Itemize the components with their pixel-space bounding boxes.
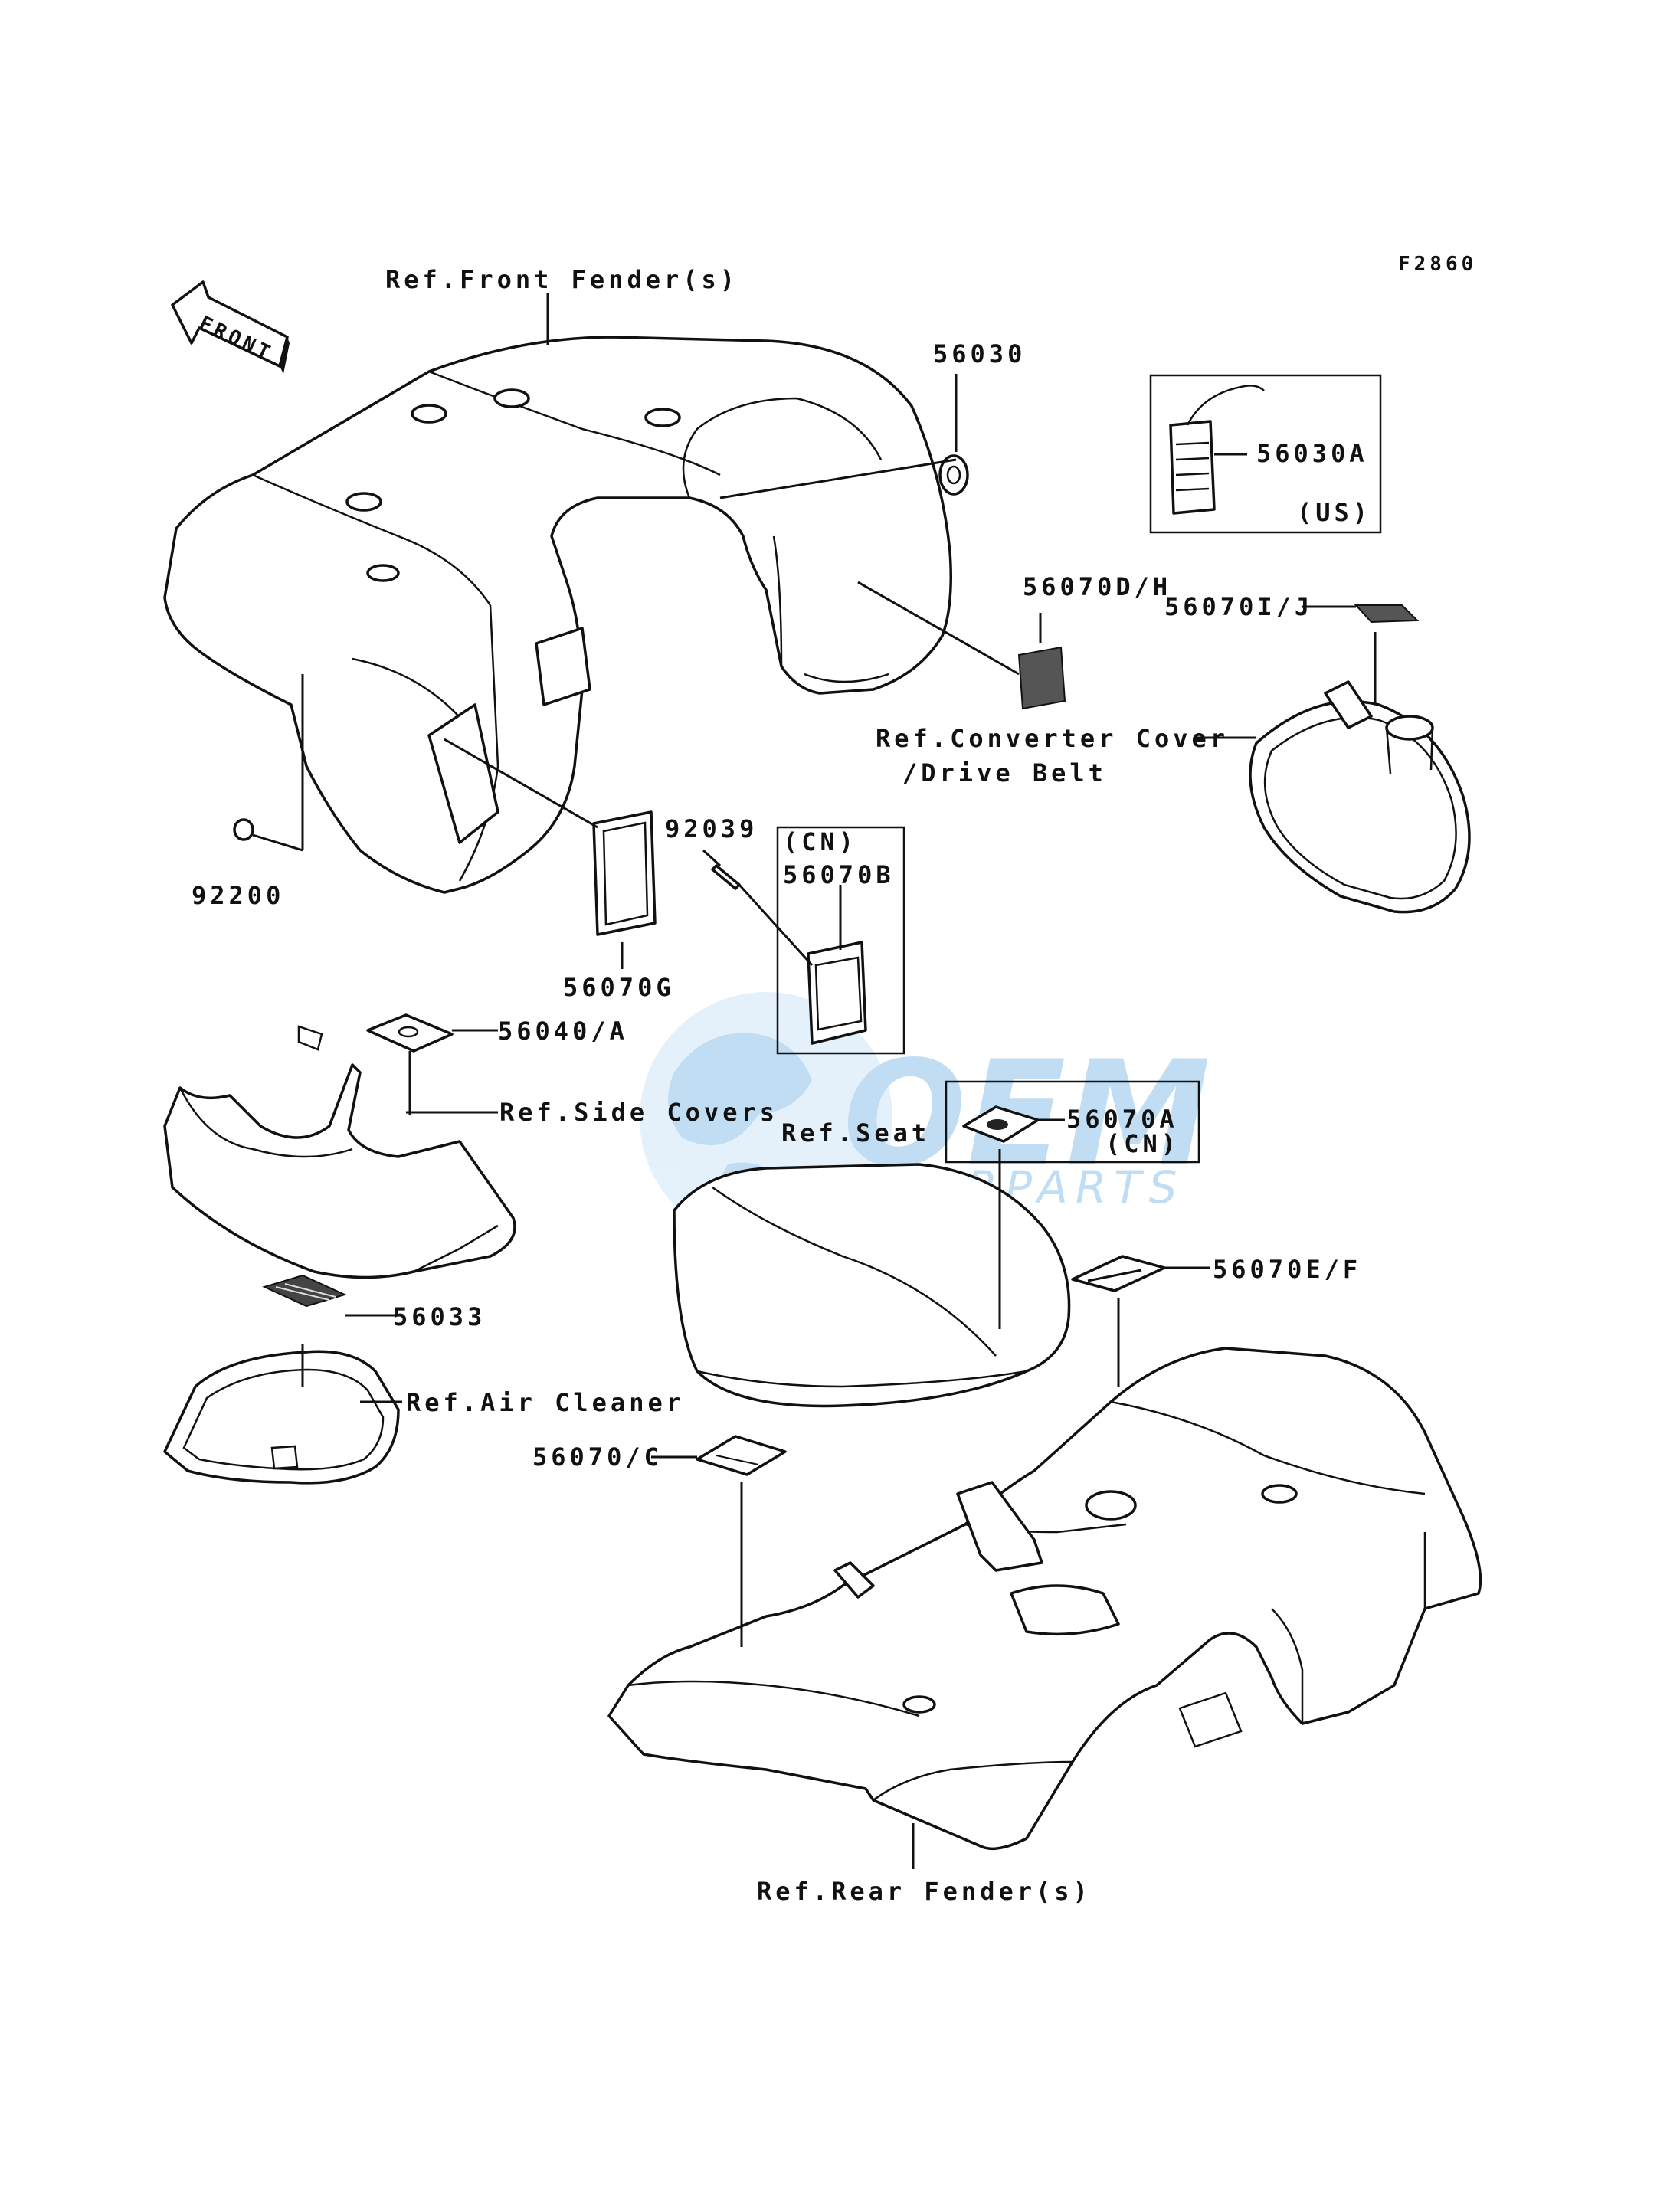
label-ref-side-covers: Ref.Side Covers [499, 1098, 778, 1127]
label-56070B: 56070B [783, 860, 895, 889]
label-cn-b: (CN) [783, 827, 857, 856]
label-92200: 92200 [192, 881, 284, 910]
label-us: (US) [1297, 498, 1371, 527]
decal-56033-part [262, 1274, 347, 1308]
label-56070G: 56070G [563, 973, 675, 1002]
decal-56070DH-part [1017, 646, 1066, 710]
label-56030A: 56030A [1256, 439, 1368, 468]
air-cleaner-part [163, 1350, 400, 1485]
label-ref-front-fender: Ref.Front Fender(s) [385, 265, 738, 294]
label-56070EF: 56070E/F [1213, 1255, 1361, 1284]
label-56030: 56030 [933, 339, 1026, 368]
decal-56070B-part [807, 941, 867, 1045]
decal-56070G-part [592, 810, 657, 936]
decal-56070IJ-part [1354, 604, 1420, 624]
label-ref-rear-fender: Ref.Rear Fender(s) [757, 1877, 1092, 1906]
box-56070A [945, 1080, 1200, 1164]
label-56070IJ: 56070I/J [1164, 592, 1313, 621]
figure-code: F2860 [1398, 253, 1477, 276]
label-ref-seat: Ref.Seat [781, 1118, 930, 1148]
label-56033: 56033 [393, 1302, 486, 1331]
label-56040A: 56040/A [498, 1017, 628, 1046]
box-56070B [776, 826, 905, 1055]
decal-56040A-part [366, 1013, 454, 1053]
label-56070DH: 56070D/H [1023, 572, 1171, 601]
front-arrow-icon: FRONT [171, 280, 290, 374]
seat-part [673, 1163, 1071, 1408]
leader-lines [252, 293, 1377, 1869]
rear-fender-part [607, 1347, 1482, 1851]
decal-92200-part [233, 818, 254, 841]
decal-56070EF-part [1071, 1255, 1166, 1292]
label-drive-belt: /Drive Belt [902, 758, 1107, 787]
decal-56030-part [938, 454, 969, 496]
label-ref-converter-cover: Ref.Converter Cover [876, 724, 1229, 753]
label-92039: 92039 [665, 814, 758, 843]
decal-56070C-part [696, 1435, 787, 1476]
label-56070A: 56070A [1066, 1105, 1178, 1134]
label-cn-a: (CN) [1105, 1129, 1180, 1158]
pin-92039-part [711, 864, 741, 890]
front-fender-part [163, 336, 952, 894]
label-ref-air-cleaner: Ref.Air Cleaner [406, 1388, 685, 1417]
side-covers-part [163, 1025, 516, 1279]
converter-cover-part [1249, 680, 1471, 914]
box-56030A [1149, 374, 1382, 534]
label-56070C: 56070/C [532, 1442, 663, 1472]
tag-56030A-part [1169, 385, 1265, 515]
